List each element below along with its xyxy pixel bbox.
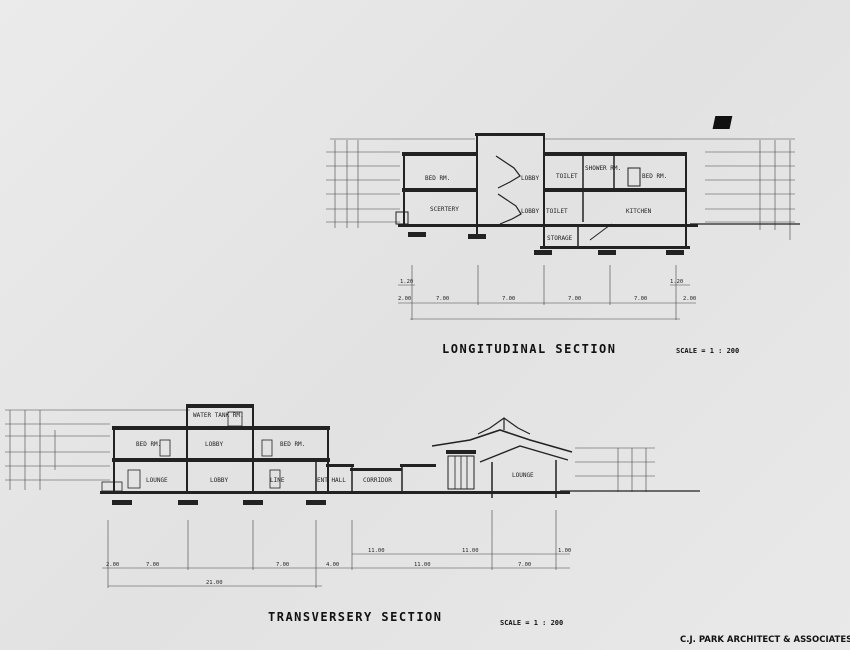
room-label: LOUNGE [146, 477, 168, 484]
room-label: KITCHEN [626, 208, 652, 215]
dimension-label: 7.00 [568, 296, 581, 302]
dimension-label: 7.00 [146, 562, 159, 568]
dimension-label: 7.00 [276, 562, 289, 568]
dimension-label: 11.00 [462, 548, 479, 554]
room-label: CORRIDOR [363, 477, 392, 484]
dimension-label: 4.00 [326, 562, 339, 568]
transversery-bottom-dims: 2.00 7.00 7.00 4.00 11.00 7.00 11.00 11.… [102, 510, 571, 588]
room-label: BED RM. [642, 173, 667, 180]
transversery-right-dims [575, 447, 655, 492]
section-mark-letter: S [768, 118, 775, 129]
transversery-section: WATER TANK RM. BED RM. LOBBY BED RM. LOU… [5, 404, 700, 627]
dimension-label: 2.00 [398, 296, 411, 302]
room-label: LINE [270, 477, 285, 484]
room-label: WATER TANK RM. [193, 412, 244, 419]
dimension-label: 7.00 [502, 296, 515, 302]
dimension-label: 7.00 [634, 296, 647, 302]
longitudinal-section: BED RM. LOBBY TOILET SHOWER RM. BED RM. … [326, 133, 800, 356]
longitudinal-room-labels: BED RM. LOBBY TOILET SHOWER RM. BED RM. … [425, 165, 667, 242]
transversery-building [100, 404, 570, 505]
room-label: BED RM. [136, 441, 161, 448]
room-label: SCERTERY [430, 206, 459, 213]
dimension-label: 11.00 [368, 548, 385, 554]
longitudinal-right-dims [545, 138, 795, 240]
transversery-room-labels: WATER TANK RM. BED RM. LOBBY BED RM. LOU… [136, 412, 534, 484]
dimension-label: 7.00 [436, 296, 449, 302]
room-label: LOUNGE [512, 472, 534, 479]
room-label: TOILET [556, 173, 578, 180]
room-label: LOBBY [210, 477, 228, 484]
longitudinal-building [395, 133, 800, 255]
longitudinal-scale: SCALE = 1 : 200 [676, 347, 739, 355]
room-label: TOILET [546, 208, 568, 215]
firm-name: C.J. PARK ARCHITECT & ASSOCIATES [680, 635, 850, 645]
dimension-label: 7.00 [518, 562, 531, 568]
transversery-left-dims [5, 409, 190, 490]
transversery-title: TRANSVERSERY SECTION [268, 610, 443, 624]
dimension-label: 1.20 [400, 279, 413, 285]
longitudinal-title: LONGITUDINAL SECTION [442, 342, 617, 356]
section-mark: S [712, 116, 775, 129]
longitudinal-bottom-dims: 2.00 7.00 7.00 7.00 7.00 2.00 1.20 1.20 [398, 265, 696, 320]
dimension-label: 11.00 [414, 562, 431, 568]
longitudinal-left-dims [326, 138, 475, 228]
transversery-scale: SCALE = 1 : 200 [500, 619, 563, 627]
dimension-label: 2.00 [106, 562, 119, 568]
room-label: LOBBY [205, 441, 223, 448]
room-label: LOBBY [521, 208, 539, 215]
dimension-label: 21.00 [206, 580, 223, 586]
room-label: STORAGE [547, 235, 573, 242]
room-label: LOBBY [521, 175, 539, 182]
dimension-label: 1.00 [558, 548, 571, 554]
dimension-label: 1.20 [670, 279, 683, 285]
room-label: BED RM. [280, 441, 305, 448]
pavilion [431, 417, 700, 498]
room-label: BED RM. [425, 175, 450, 182]
room-label: ENT HALL [317, 477, 346, 484]
room-label: SHOWER RM. [585, 165, 621, 172]
dimension-label: 2.00 [683, 296, 696, 302]
